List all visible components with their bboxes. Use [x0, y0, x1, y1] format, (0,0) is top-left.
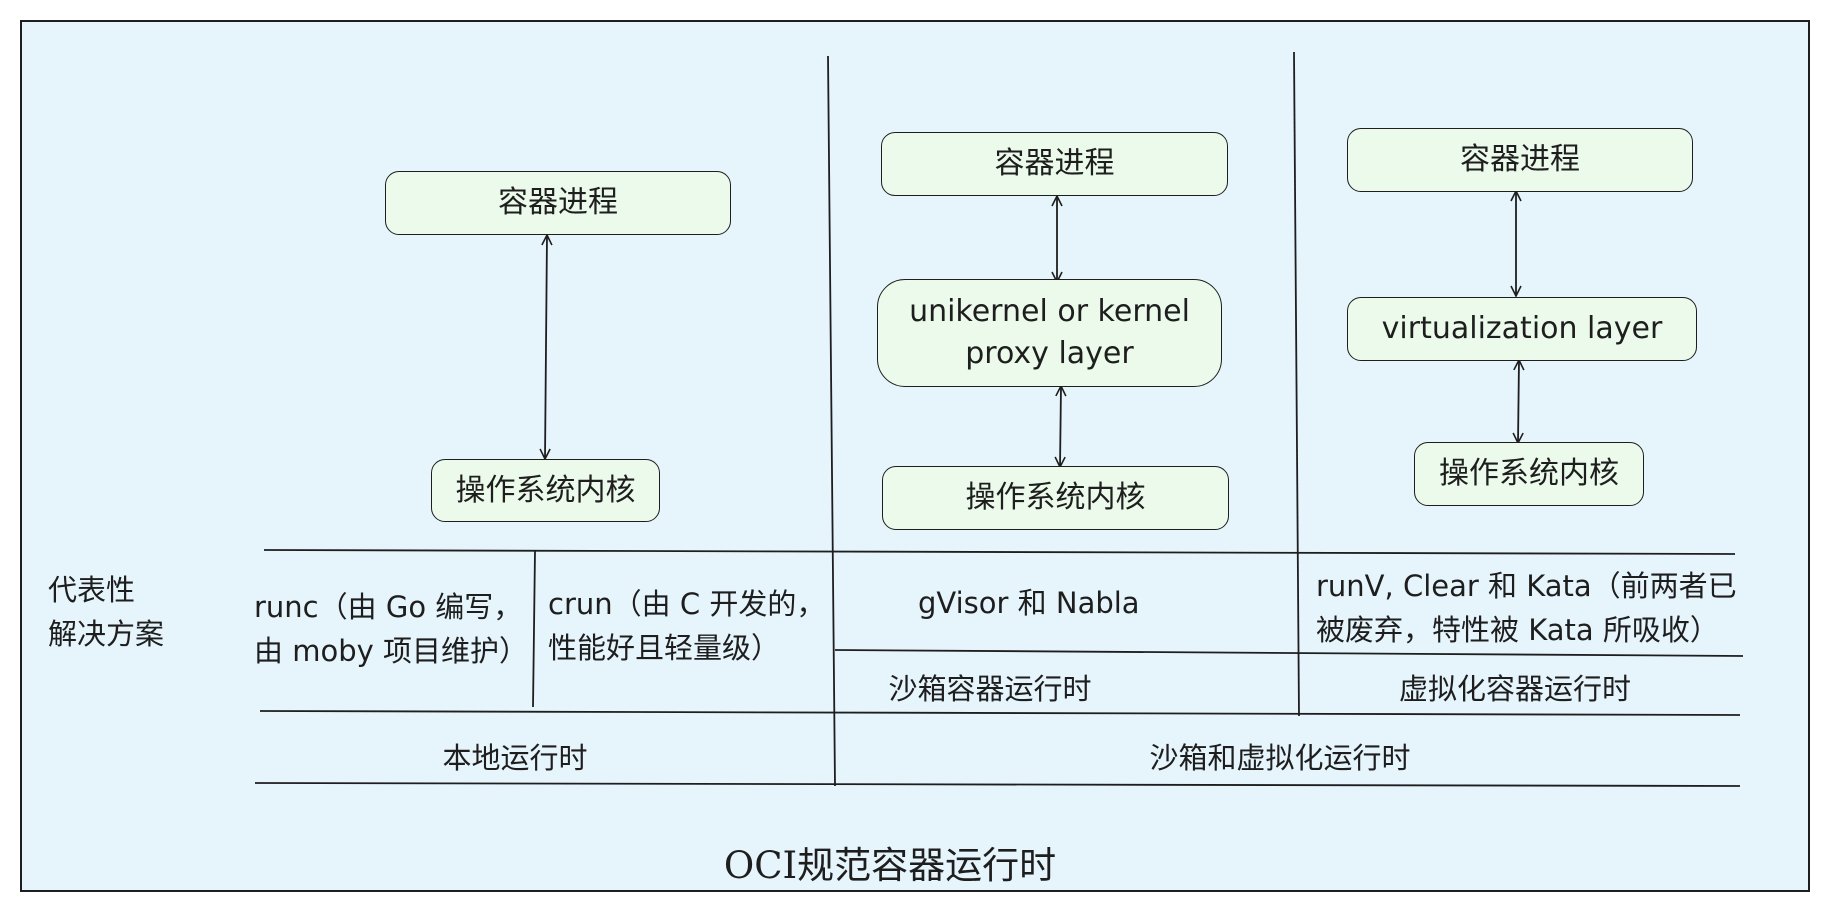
diagram-title: OCI规范容器运行时: [723, 844, 1057, 887]
box-col3-container-process: 容器进程: [1347, 128, 1693, 192]
solution-runv-clear-kata: runV, Clear 和 Kata（前两者已 被废弃，特性被 Kata 所吸收…: [1316, 569, 1737, 647]
box-col3-os-kernel: 操作系统内核: [1414, 442, 1644, 506]
arrow-col1: [545, 235, 547, 459]
box-col1-container-process: 容器进程: [385, 171, 731, 235]
box-col1-os-kernel: 操作系统内核: [431, 459, 660, 522]
box-col3-virtualization-layer: virtualization layer: [1347, 297, 1697, 361]
solution-runc: runc（由 Go 编写， 由 moby 项目维护）: [254, 590, 528, 668]
divider-vertical-2: [1293, 51, 1300, 717]
divider-horizontal-category: [834, 649, 1744, 657]
arrow-col2-lower: [1060, 386, 1061, 467]
group-sandbox-virtualization-runtime: 沙箱和虚拟化运行时: [1149, 741, 1411, 775]
divider-horizontal-top: [263, 549, 1736, 555]
box-col2-os-kernel: 操作系统内核: [882, 466, 1229, 530]
solution-gvisor-nabla: gVisor 和 Nabla: [918, 586, 1140, 620]
divider-vertical-runc-crun: [532, 550, 536, 708]
category-virtualization-runtime: 虚拟化容器运行时: [1398, 672, 1631, 706]
divider-vertical-1: [827, 55, 836, 787]
category-sandbox-runtime: 沙箱容器运行时: [888, 672, 1092, 706]
divider-horizontal-middle: [259, 710, 1741, 716]
divider-horizontal-bottom: [254, 782, 1741, 787]
row-header-solutions: 代表性 解决方案: [48, 573, 165, 651]
solution-crun: crun（由 C 开发的， 性能好且轻量级）: [548, 587, 826, 665]
box-col2-container-process: 容器进程: [881, 132, 1228, 196]
arrow-col3-lower: [1518, 360, 1519, 443]
group-local-runtime: 本地运行时: [442, 741, 588, 775]
box-col2-kernel-proxy-layer: unikernel or kernel proxy layer: [877, 279, 1222, 387]
